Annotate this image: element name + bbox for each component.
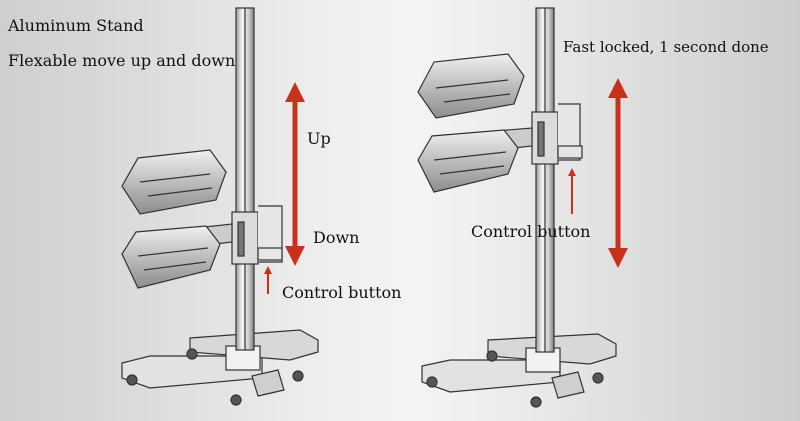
- control-button-label-left: Control button: [282, 283, 402, 302]
- right-caster-3: [486, 350, 498, 362]
- aluminum-stand-label: Aluminum Stand: [8, 16, 144, 35]
- left-lamp-top: [121, 149, 227, 215]
- right-caster-2: [530, 396, 542, 408]
- arrows: [264, 78, 628, 294]
- flexible-move-label: Flexable move up and down: [8, 51, 236, 70]
- right-stand: [417, 7, 617, 408]
- left-stand: [121, 7, 319, 406]
- down-label: Down: [313, 228, 360, 247]
- left-caster-3: [186, 348, 198, 360]
- left-caster-1: [126, 374, 138, 386]
- right-carriage: [531, 111, 559, 165]
- left-lamp-bottom: [121, 225, 221, 289]
- control-button-label-right: Control button: [471, 222, 591, 241]
- right-caster-1: [426, 376, 438, 388]
- right-lamp-bottom: [417, 129, 519, 193]
- fast-locked-label: Fast locked, 1 second done: [563, 38, 769, 56]
- left-caster-4: [292, 370, 304, 382]
- up-label: Up: [307, 129, 331, 148]
- left-caster-2: [230, 394, 242, 406]
- right-caster-4: [592, 372, 604, 384]
- right-lamp-top: [417, 53, 525, 119]
- left-carriage: [231, 211, 259, 265]
